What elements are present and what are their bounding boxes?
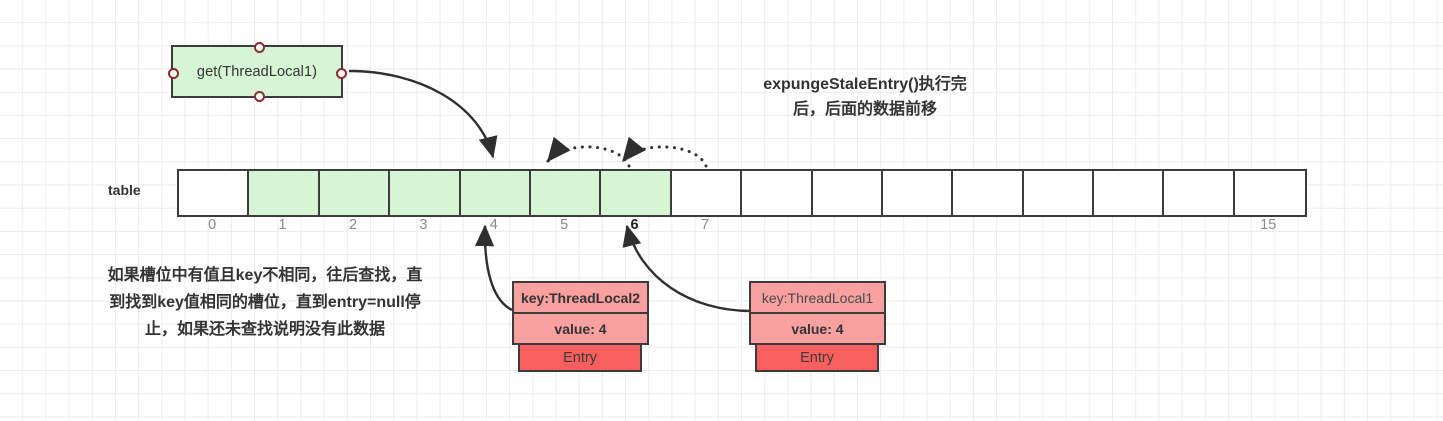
arrow-shift-7-to-6 xyxy=(621,136,708,168)
table-cell-8[interactable] xyxy=(742,171,813,215)
arrow-get-to-slot4 xyxy=(348,69,498,159)
entry-threadlocal1[interactable]: key:ThreadLocal1 value: 4 Entry xyxy=(749,281,886,372)
anchor-bottom-icon[interactable] xyxy=(253,90,265,102)
lookup-note-line-3: 止，如果还未查找说明没有此数据 xyxy=(144,321,385,338)
anchor-right-icon[interactable] xyxy=(335,68,347,79)
table-cell-0[interactable] xyxy=(179,171,250,215)
table-index-row: 0 1 2 3 4 5 6 7 15 xyxy=(177,217,1303,237)
table-cell-5[interactable] xyxy=(530,171,602,215)
entry-value-label: value: 4 xyxy=(554,320,607,337)
table-index-label-2: 2 xyxy=(348,217,358,233)
entry-key-label: key:ThreadLocal1 xyxy=(761,289,874,306)
table-index-label-0: 0 xyxy=(208,217,217,233)
table-array xyxy=(177,169,1308,217)
table-cell-12[interactable] xyxy=(1023,171,1095,215)
lookup-note-line-1: 如果槽位中有值且key不相同，往后查找，直 xyxy=(107,267,423,284)
table-cell-10[interactable] xyxy=(882,171,954,215)
entry-key-row: key:ThreadLocal1 xyxy=(749,281,886,314)
table-cell-4[interactable] xyxy=(460,171,531,215)
get-call-box[interactable]: get(ThreadLocal1) xyxy=(167,41,347,102)
table-index-label-1: 1 xyxy=(278,217,287,233)
arrow-shift-6-to-5 xyxy=(546,136,631,168)
entry-footer-row: Entry xyxy=(755,343,879,372)
title-note-line-2: 后，后面的数据前移 xyxy=(792,101,937,118)
table-cell-11[interactable] xyxy=(953,171,1024,215)
table-index-label-6: 6 xyxy=(630,217,639,233)
entry-value-row: value: 4 xyxy=(749,312,886,345)
table-cell-2[interactable] xyxy=(319,171,391,215)
entry-key-row: key:ThreadLocal2 xyxy=(512,281,649,314)
table-cell-1[interactable] xyxy=(249,171,320,215)
title-note: expungeStaleEntry()执行完 后，后面的数据前移 xyxy=(680,72,1050,122)
table-cell-15[interactable] xyxy=(1234,171,1306,215)
table-cell-3[interactable] xyxy=(390,171,461,215)
get-call-label: get(ThreadLocal1) xyxy=(196,63,318,80)
anchor-top-icon[interactable] xyxy=(253,41,265,53)
table-cell-9[interactable] xyxy=(812,171,883,215)
table-index-label-4: 4 xyxy=(489,217,498,233)
title-note-line-1: expungeStaleEntry()执行完 xyxy=(763,76,967,93)
entry-value-label: value: 4 xyxy=(791,320,844,337)
table-index-label-7: 7 xyxy=(700,217,710,233)
anchor-left-icon[interactable] xyxy=(167,68,179,79)
lookup-note: 如果槽位中有值且key不相同，往后查找，直 到找到key值相同的槽位，直到ent… xyxy=(40,262,490,343)
lookup-note-line-2: 到找到key值相同的槽位，直到entry=null停 xyxy=(109,294,421,311)
table-index-label-5: 5 xyxy=(560,217,569,233)
table-cell-13[interactable] xyxy=(1094,171,1165,215)
entry-threadlocal2[interactable]: key:ThreadLocal2 value: 4 Entry xyxy=(512,281,649,372)
table-index-label-3: 3 xyxy=(419,217,428,233)
entry-footer-row: Entry xyxy=(518,343,642,372)
table-cell-7[interactable] xyxy=(671,171,743,215)
entry-footer-label: Entry xyxy=(800,349,834,366)
table-cell-14[interactable] xyxy=(1164,171,1235,215)
entry-footer-label: Entry xyxy=(563,349,597,366)
entry-value-row: value: 4 xyxy=(512,312,649,345)
table-index-label-15: 15 xyxy=(1260,217,1277,233)
table-cell-6[interactable] xyxy=(601,171,672,215)
entry-key-label: key:ThreadLocal2 xyxy=(520,289,641,306)
table-label: table xyxy=(108,182,141,198)
